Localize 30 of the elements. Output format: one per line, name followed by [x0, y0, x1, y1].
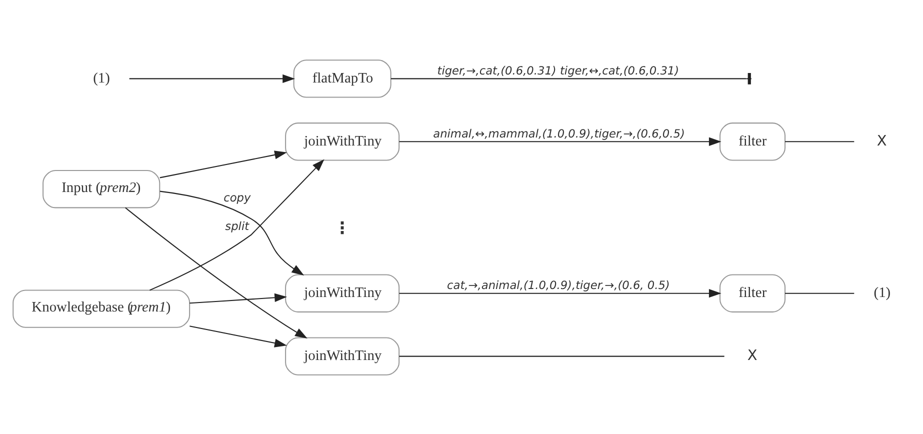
arrow: [129, 74, 295, 83]
node-text: X: [876, 132, 887, 149]
connector: [390, 78, 752, 79]
edge-label: animal,↔,mammal,(1.0,0.9),tiger,→,(0.6,0.5): [433, 126, 685, 140]
node-box: filter: [720, 274, 786, 312]
node-box: flatMapTo: [293, 59, 392, 98]
arrow: [399, 136, 722, 146]
node-box: joinWithTiny: [285, 122, 400, 160]
arrow: [160, 190, 304, 275]
connector: [785, 140, 854, 142]
edge-label: cat,→,animal,(1.0,0.9),tiger,→,(0.6, 0.5): [447, 278, 670, 292]
label: ⋮: [334, 218, 351, 237]
node-text: (1): [874, 284, 891, 301]
node-box: Input (prem2): [42, 170, 160, 208]
arrow: [190, 292, 287, 304]
edge-label: copy: [224, 190, 251, 204]
node-text: X: [747, 348, 758, 364]
connector: [399, 355, 724, 356]
arrow: [399, 288, 722, 298]
node-box: joinWithTiny: [285, 274, 400, 312]
edge-label: split: [225, 218, 250, 233]
edge-label: tiger,→,cat,(0.6,0.31) tiger,↔,cat,(0.6,0.31): [437, 62, 680, 77]
node-box: filter: [720, 122, 786, 160]
node-box: joinWithTiny: [285, 336, 400, 375]
node-text: (1): [93, 70, 110, 86]
connector: [785, 292, 854, 294]
arrow: [150, 158, 324, 290]
arrow: [125, 206, 308, 338]
arrow: [190, 325, 287, 347]
arrow: [160, 150, 288, 178]
